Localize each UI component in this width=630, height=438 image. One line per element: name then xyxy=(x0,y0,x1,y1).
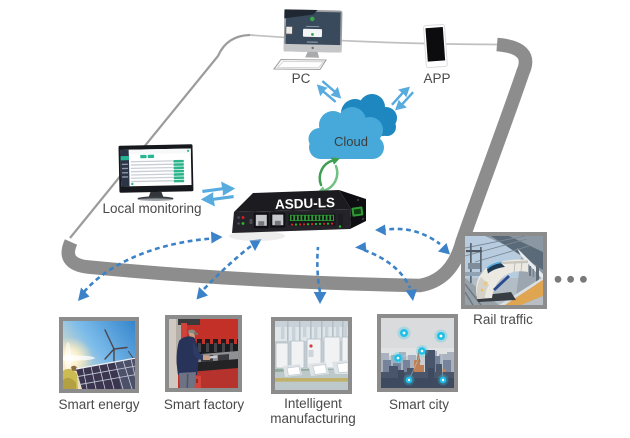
svg-text:Cloud: Cloud xyxy=(334,134,368,149)
